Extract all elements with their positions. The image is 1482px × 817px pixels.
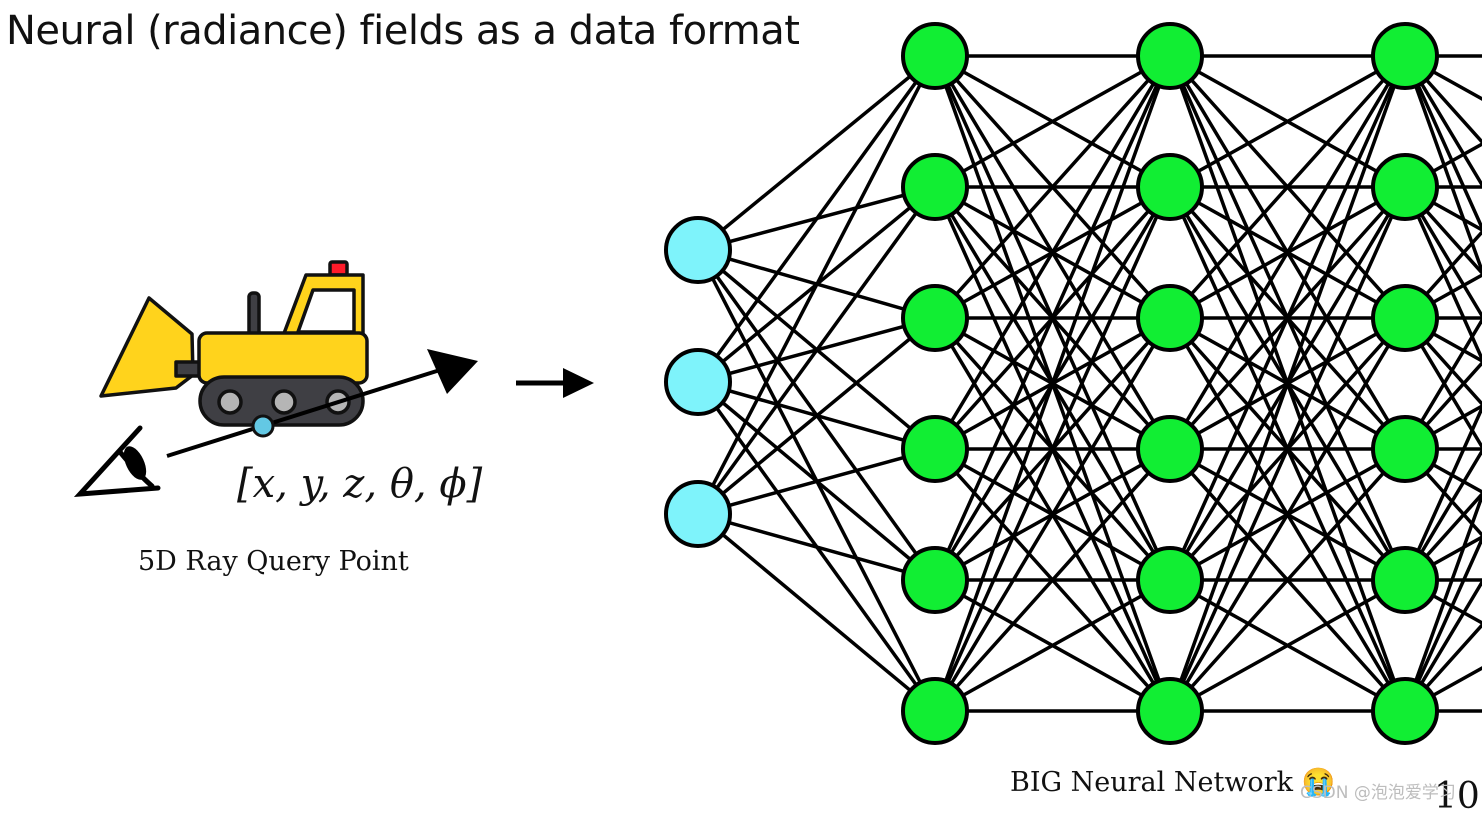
network-connection: [696, 54, 937, 252]
bulldozer-window: [296, 288, 356, 334]
network-connection: [1404, 142, 1482, 189]
network-connection: [696, 54, 937, 384]
network-connection: [1168, 55, 1407, 712]
slide-title: Neural (radiance) fields as a data forma…: [6, 8, 800, 54]
network-connection: [933, 55, 1172, 712]
bulldozer-light: [328, 260, 349, 277]
network-connection: [696, 185, 937, 516]
network-connection: [1168, 447, 1407, 713]
network-connection: [1403, 404, 1482, 581]
eye-icon: [73, 425, 161, 497]
network-connection: [1404, 273, 1482, 320]
network-connection: [1403, 55, 1482, 232]
network-connection: [1169, 54, 1406, 189]
query-formula: [x, y, z, θ, ϕ]: [237, 461, 483, 507]
network-connection: [1168, 55, 1407, 581]
network-connection: [1403, 54, 1482, 145]
network-connection: [1403, 491, 1482, 582]
network-connection: [1404, 666, 1482, 713]
arrow-right-icon: [516, 368, 594, 398]
network-connection: [696, 55, 937, 515]
network-connection: [1403, 360, 1482, 451]
network-connection: [933, 317, 1172, 712]
network-connection: [1404, 185, 1482, 232]
network-connection: [1403, 622, 1482, 713]
network-connection: [933, 54, 1172, 320]
input-node: [664, 480, 732, 548]
network-connection: [1403, 55, 1482, 189]
hidden-node: [901, 546, 969, 614]
hidden-node: [1136, 546, 1204, 614]
hidden-node: [901, 415, 969, 483]
bulldozer-blade: [99, 296, 195, 398]
hidden-node: [1371, 677, 1439, 745]
bulldozer-wheel: [217, 389, 243, 415]
network-connection: [1403, 316, 1482, 407]
network-connection: [1404, 404, 1482, 451]
network-nodes: [664, 22, 1439, 745]
network-connection: [1403, 185, 1482, 276]
network-connection: [697, 447, 936, 516]
network-connection: [1403, 229, 1482, 320]
network-connection: [1168, 186, 1407, 712]
network-connection: [1404, 447, 1482, 494]
network-connection: [933, 447, 1172, 713]
view-ray-arrowhead: [427, 349, 478, 394]
hidden-node: [1371, 153, 1439, 221]
network-connection: [1403, 578, 1482, 712]
hidden-node: [1371, 546, 1439, 614]
network-caption: BIG Neural Network 😭: [1010, 766, 1335, 798]
network-caption-text: BIG Neural Network: [1010, 767, 1293, 798]
hidden-node: [1371, 284, 1439, 352]
network-connection: [697, 512, 936, 582]
hidden-node: [901, 677, 969, 745]
network-connection: [1403, 186, 1482, 320]
input-node: [664, 216, 732, 284]
query-point-caption: 5D Ray Query Point: [138, 546, 409, 577]
hidden-node: [1136, 22, 1204, 90]
hidden-node: [1136, 153, 1204, 221]
hidden-node: [1371, 22, 1439, 90]
network-connection: [1168, 55, 1407, 450]
hidden-node: [1371, 415, 1439, 483]
network-connection: [1403, 447, 1482, 581]
network-connection: [696, 512, 937, 713]
hidden-node: [1136, 677, 1204, 745]
view-ray: [166, 368, 441, 458]
network-connection: [934, 578, 1171, 713]
crying-face-icon: 😭: [1301, 767, 1336, 798]
network-connection: [1404, 535, 1482, 582]
hidden-node: [901, 153, 969, 221]
network-connection: [1404, 54, 1482, 101]
network-connection: [1169, 578, 1406, 713]
hidden-node: [1136, 415, 1204, 483]
network-connection: [1403, 535, 1482, 712]
hidden-node: [901, 22, 969, 90]
bulldozer-wheel: [271, 389, 297, 415]
network-connection: [1404, 316, 1482, 363]
input-node: [664, 348, 732, 416]
watermark: CSDN @泡泡爱学习: [1300, 783, 1456, 803]
query-point: [251, 414, 275, 438]
network-connection: [696, 316, 937, 516]
network-connection: [1403, 491, 1482, 712]
network-connection: [933, 55, 1172, 581]
hidden-node: [1136, 284, 1204, 352]
network-connection: [933, 186, 1172, 712]
bulldozer-icon: [99, 260, 369, 427]
network-connection: [1403, 316, 1482, 450]
network-connection: [933, 55, 1172, 450]
network-connection: [1168, 54, 1407, 320]
network-connections: [696, 54, 1482, 713]
hidden-node: [901, 284, 969, 352]
network-connection: [1168, 317, 1407, 712]
network-connection: [934, 54, 1171, 189]
